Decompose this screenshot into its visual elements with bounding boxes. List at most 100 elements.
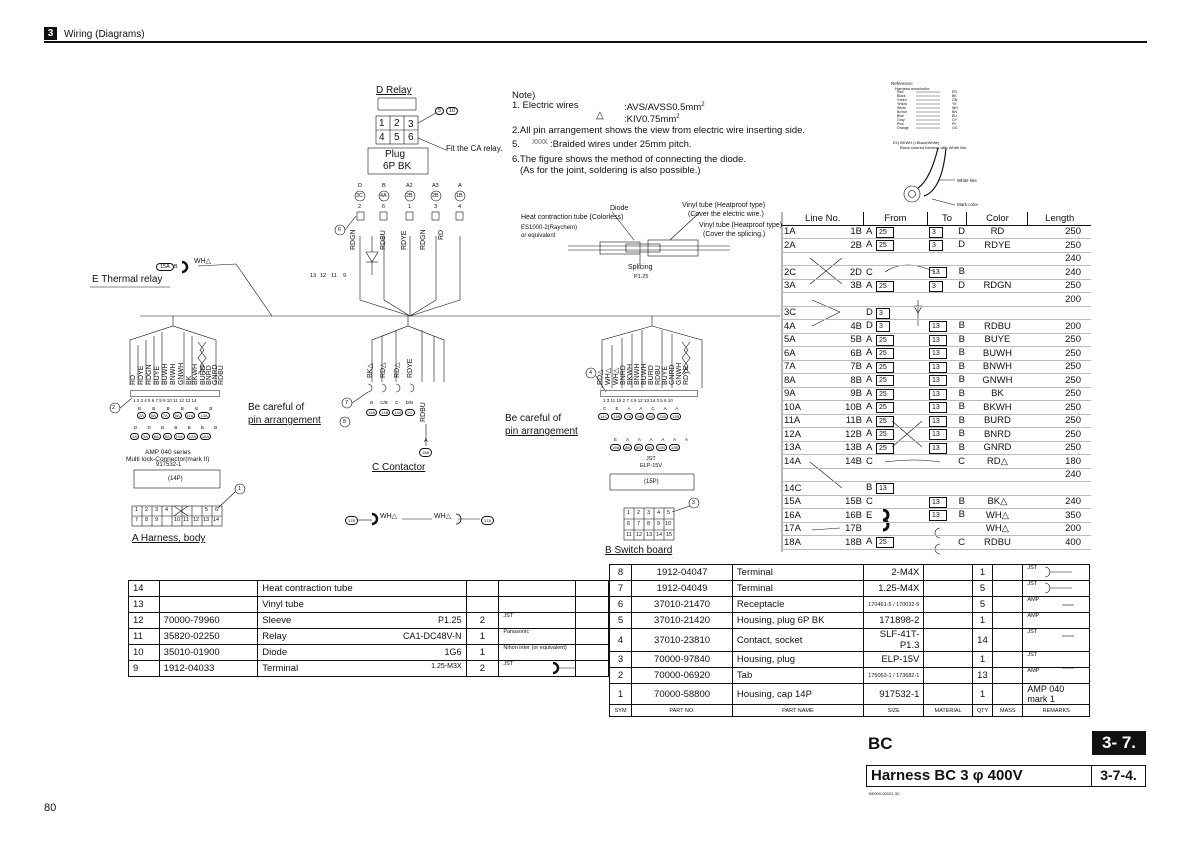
note-2: 2.All pin arrangement shows the view fro… xyxy=(512,125,806,136)
ref-title: Reference: xyxy=(891,81,914,86)
relay-num-3: 1 xyxy=(408,204,412,210)
relay-pin-5: 5 xyxy=(394,132,400,143)
title-bc: BC xyxy=(868,734,893,753)
relay-pin-top-5: A xyxy=(458,183,462,189)
title-code: 3- 7. xyxy=(1092,731,1146,755)
diode-detail-vinyl1: Vinyl tube (Heatproof type) xyxy=(682,202,766,209)
relay-num-5: 4 xyxy=(458,204,462,210)
switch-board-jst: JST xyxy=(646,456,656,462)
relay-ref-10: 10 xyxy=(446,107,459,115)
note-6b: (As for the joint, soldering is also pos… xyxy=(520,165,701,176)
title-small: BK000-00022-3C xyxy=(869,791,900,796)
contactor-a-ref: A xyxy=(424,438,428,444)
ref-white-line: White line xyxy=(957,178,977,183)
relay-bundle-ref-9: 9 xyxy=(343,273,347,279)
relay-circle-3: 2B xyxy=(406,193,413,199)
relay-num-4: 3 xyxy=(434,204,438,210)
thermal-ref-b: B xyxy=(174,264,178,270)
relay-wire-2: RDBU xyxy=(380,230,387,250)
thermal-relay-label: E Thermal relay xyxy=(92,274,163,285)
harness-body-marker-2: 2 xyxy=(112,405,116,411)
relay-pin-4: 4 xyxy=(379,132,385,143)
switch-board-careful1: Be careful of xyxy=(505,413,562,424)
title-harness: Harness BC 3 φ 400V xyxy=(866,765,1092,787)
relay-pin-top-3: A2 xyxy=(406,183,413,189)
ref-ex1: Ex) BKWH (=Black/White) xyxy=(893,140,940,145)
relay-marker-6: 6 xyxy=(338,227,342,233)
note-1: 1. Electric wires xyxy=(512,100,579,111)
relay-pin-2: 2 xyxy=(394,118,400,129)
contactor-wh-right: WH△ xyxy=(434,513,452,520)
relay-bundle-ref-12: 12 xyxy=(320,273,327,279)
diode-detail-diode: Diode xyxy=(610,205,629,212)
contactor-ref-right: 17A xyxy=(481,516,495,525)
thermal-ref: 15A xyxy=(156,263,174,271)
ref-sub: Harness mark/color xyxy=(895,86,930,91)
diode-detail-heat: Heat contraction tube (Colorless) xyxy=(521,214,624,221)
contactor-ref-left: 17B xyxy=(345,516,359,525)
notes-title: Note) xyxy=(512,90,536,101)
braid-icon: XXXX xyxy=(532,139,548,146)
harness-body-letters2: D D B B B B B xyxy=(134,425,218,430)
relay-pin-6: 6 xyxy=(408,132,414,143)
switch-board-pin-nums: 1 3 11 15 2 7 4 9 12 13 14 3 5 6 10 xyxy=(603,398,673,403)
wt-header-color: Color xyxy=(966,212,1029,226)
harness-body-terminal-strip xyxy=(130,390,220,397)
diode-detail-es2: or equivalent xyxy=(521,233,556,239)
switch-board-marker-3: 3 xyxy=(692,500,696,506)
harness-body-amp2: Multi lock-Connector(mark II) xyxy=(126,456,210,463)
contactor-marker-7: 7 xyxy=(345,400,349,406)
ref-mark-color: Mark color xyxy=(957,202,979,207)
harness-body-marker-1: 1 xyxy=(238,486,242,492)
diode-detail-p125: P1.25 xyxy=(634,274,649,280)
harness-body-amp1: AMP 040 series xyxy=(145,449,191,456)
relay-pin-3: 3 xyxy=(408,119,414,130)
note-6a: 6.The figure shows the method of connect… xyxy=(512,154,746,165)
relay-bundle-ref-13: 13 xyxy=(310,273,317,279)
note-5-num: 5. xyxy=(512,139,520,150)
relay-pin-top-2: B xyxy=(382,183,386,189)
harness-body-conn: (14P) xyxy=(168,476,183,482)
relay-pin-top-1: D xyxy=(358,183,362,189)
note-5: :Braided wires under 25mm pitch. xyxy=(550,139,692,150)
harness-body-letters1: B B B B B B xyxy=(138,406,213,411)
relay-num-1: 2 xyxy=(358,204,362,210)
diode-detail-vinyl2b: (Cover the splicing.) xyxy=(703,231,766,238)
diode-detail-vinyl2: Vinyl tube (Heatproof type) xyxy=(699,222,783,229)
header-rule xyxy=(44,41,1147,43)
relay-label: D Relay xyxy=(376,85,412,96)
section-title: Wiring (Diagrams) xyxy=(64,29,145,40)
section-badge: 3 xyxy=(44,27,57,40)
harness-body-pin-nums: 1 2 3 4 5 6 7 8 9 10 11 12 13 14 xyxy=(133,398,197,403)
wt-header-from: From xyxy=(863,212,928,226)
table-row: 240 xyxy=(782,468,1091,482)
relay-bundle-ref-11: 11 xyxy=(331,273,337,279)
triangle-icon: △ xyxy=(596,110,604,121)
switch-board-careful2: pin arrangement xyxy=(505,426,578,437)
contactor-label: C Contactor xyxy=(372,462,426,473)
